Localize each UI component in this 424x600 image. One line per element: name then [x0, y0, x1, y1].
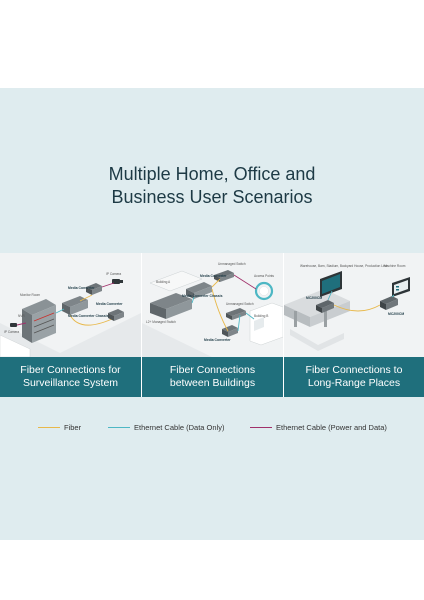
- ethernet-data-line: [327, 290, 333, 301]
- heading-line-2: Business User Scenarios: [111, 187, 313, 207]
- media-converter-b-icon: [222, 325, 238, 337]
- caption-bar: Fiber Connections for Surveillance Syste…: [0, 357, 424, 397]
- legend-label-fiber: Fiber: [64, 423, 82, 432]
- label-media-converter-lower: Media Converter: [96, 302, 123, 306]
- legend-item-ethernet-data: Ethernet Cable (Data Only): [108, 423, 224, 432]
- legend: Fiber Ethernet Cable (Data Only) Etherne…: [0, 423, 424, 437]
- caption-long-range: Fiber Connections to Long-Range Places: [284, 357, 424, 397]
- ip-camera-top-icon: [112, 279, 123, 284]
- access-point-icon: [254, 281, 274, 301]
- label-chassis: Media Converter Chassis: [182, 294, 223, 298]
- caption-buildings-line-2: between Buildings: [169, 377, 256, 389]
- label-building-a: Building A: [156, 280, 171, 284]
- buildings-diagram: Building A Unmanaged Switch Media Conver…: [142, 262, 283, 357]
- caption-surveillance: Fiber Connections for Surveillance Syste…: [0, 357, 141, 397]
- scenario-illustrations: IP Camera Monitor Room Media Converter M…: [0, 253, 424, 357]
- ethernet-data-line: [245, 312, 255, 320]
- monitor-left-icon: [320, 271, 342, 297]
- media-converter-lower-icon: [108, 309, 124, 321]
- label-access-points: Access Points: [254, 274, 274, 278]
- fiber-line: [211, 288, 229, 332]
- label-ip-camera-bottom: IP Camera: [4, 330, 19, 334]
- managed-switch-icon: [150, 293, 192, 319]
- ethernet-power-line: [101, 282, 115, 288]
- page-heading: Multiple Home, Office and Business User …: [0, 163, 424, 209]
- label-media-converter-b: Media Converter: [204, 338, 231, 342]
- label-media-converter: Media Converter: [68, 286, 95, 290]
- mc200cm-left-icon: [316, 300, 334, 313]
- legend-swatch-ethernet-power: [250, 426, 272, 429]
- ethernet-data-line: [391, 294, 395, 298]
- fiber-line: [333, 304, 381, 312]
- floor-shape: [0, 313, 141, 357]
- long-range-diagram: Warehouse, Barn, Stadium, Backyard House…: [284, 264, 410, 351]
- caption-buildings: Fiber Connections between Buildings: [142, 357, 283, 397]
- building-b-icon: [249, 302, 283, 346]
- legend-swatch-ethernet-data: [108, 426, 130, 429]
- ethernet-power-line: [233, 274, 257, 290]
- legend-swatch-fiber: [38, 426, 60, 429]
- fiber-line: [211, 278, 221, 288]
- label-places: Warehouse, Barn, Stadium, Backyard House…: [300, 264, 387, 268]
- fiber-line: [79, 294, 93, 302]
- label-chassis: Media Converter Chassis: [68, 314, 109, 318]
- label-l2-managed-switch: L2+ Managed Switch: [146, 320, 176, 324]
- chassis-icon: [186, 282, 212, 299]
- label-mc200cm-left: MC200CM: [306, 296, 322, 300]
- label-nvr: NVR: [18, 314, 25, 318]
- ip-camera-bottom-icon: [10, 323, 17, 327]
- ethernet-data-line: [237, 314, 241, 332]
- label-machine-room: Machine Room: [384, 264, 406, 268]
- scenario-divider: [141, 253, 142, 397]
- label-unmanaged-switch: Unmanaged Switch: [218, 262, 246, 266]
- scenario-buildings-illustration: Building A Unmanaged Switch Media Conver…: [142, 253, 283, 357]
- label-building-b: Building B: [254, 314, 268, 318]
- building-a-icon: [149, 270, 203, 292]
- legend-label-ethernet-data: Ethernet Cable (Data Only): [134, 423, 225, 432]
- media-converter-icon: [86, 283, 102, 295]
- mc200cm-right-icon: [380, 296, 398, 310]
- caption-surveillance-line-2: Surveillance System: [22, 377, 119, 389]
- legend-item-fiber: Fiber: [38, 423, 81, 432]
- monitor-right-icon: [392, 277, 410, 297]
- server-rack-icon: [22, 299, 56, 343]
- caption-buildings-line-1: Fiber Connections: [169, 364, 256, 376]
- label-media-converter-a: Media Converter: [200, 274, 227, 278]
- ethernet-data-line: [55, 308, 65, 314]
- fiber-line: [69, 314, 113, 326]
- scenario-divider: [283, 253, 284, 397]
- caption-long-range-line-1: Fiber Connections to: [305, 364, 403, 376]
- scenario-long-range-illustration: Warehouse, Barn, Stadium, Backyard House…: [284, 253, 424, 357]
- surveillance-diagram: IP Camera Monitor Room Media Converter M…: [0, 272, 141, 357]
- caption-surveillance-line-1: Fiber Connections for: [20, 364, 121, 376]
- label-ip-camera-top: IP Camera: [106, 272, 121, 276]
- legend-label-ethernet-power: Ethernet Cable (Power and Data): [276, 423, 387, 432]
- access-point-core: [259, 286, 269, 296]
- caption-long-range-line-2: Long-Range Places: [307, 377, 401, 389]
- label-mc200cm-right: MC200CM: [388, 312, 404, 316]
- ethernet-data-line: [191, 296, 195, 304]
- ethernet-power-line: [16, 322, 27, 326]
- label-unmanaged-switch-b: Unmanaged Switch: [226, 302, 254, 306]
- chassis-icon: [62, 296, 88, 315]
- heading-line-1: Multiple Home, Office and: [108, 164, 316, 184]
- stairs-shape: [0, 334, 31, 357]
- label-monitor-room: Monitor Room: [20, 293, 40, 297]
- floor-shape: [142, 323, 212, 357]
- legend-item-ethernet-power: Ethernet Cable (Power and Data): [250, 423, 387, 432]
- unmanaged-switch-b-icon: [226, 308, 246, 320]
- scenario-surveillance-illustration: IP Camera Monitor Room Media Converter M…: [0, 253, 141, 357]
